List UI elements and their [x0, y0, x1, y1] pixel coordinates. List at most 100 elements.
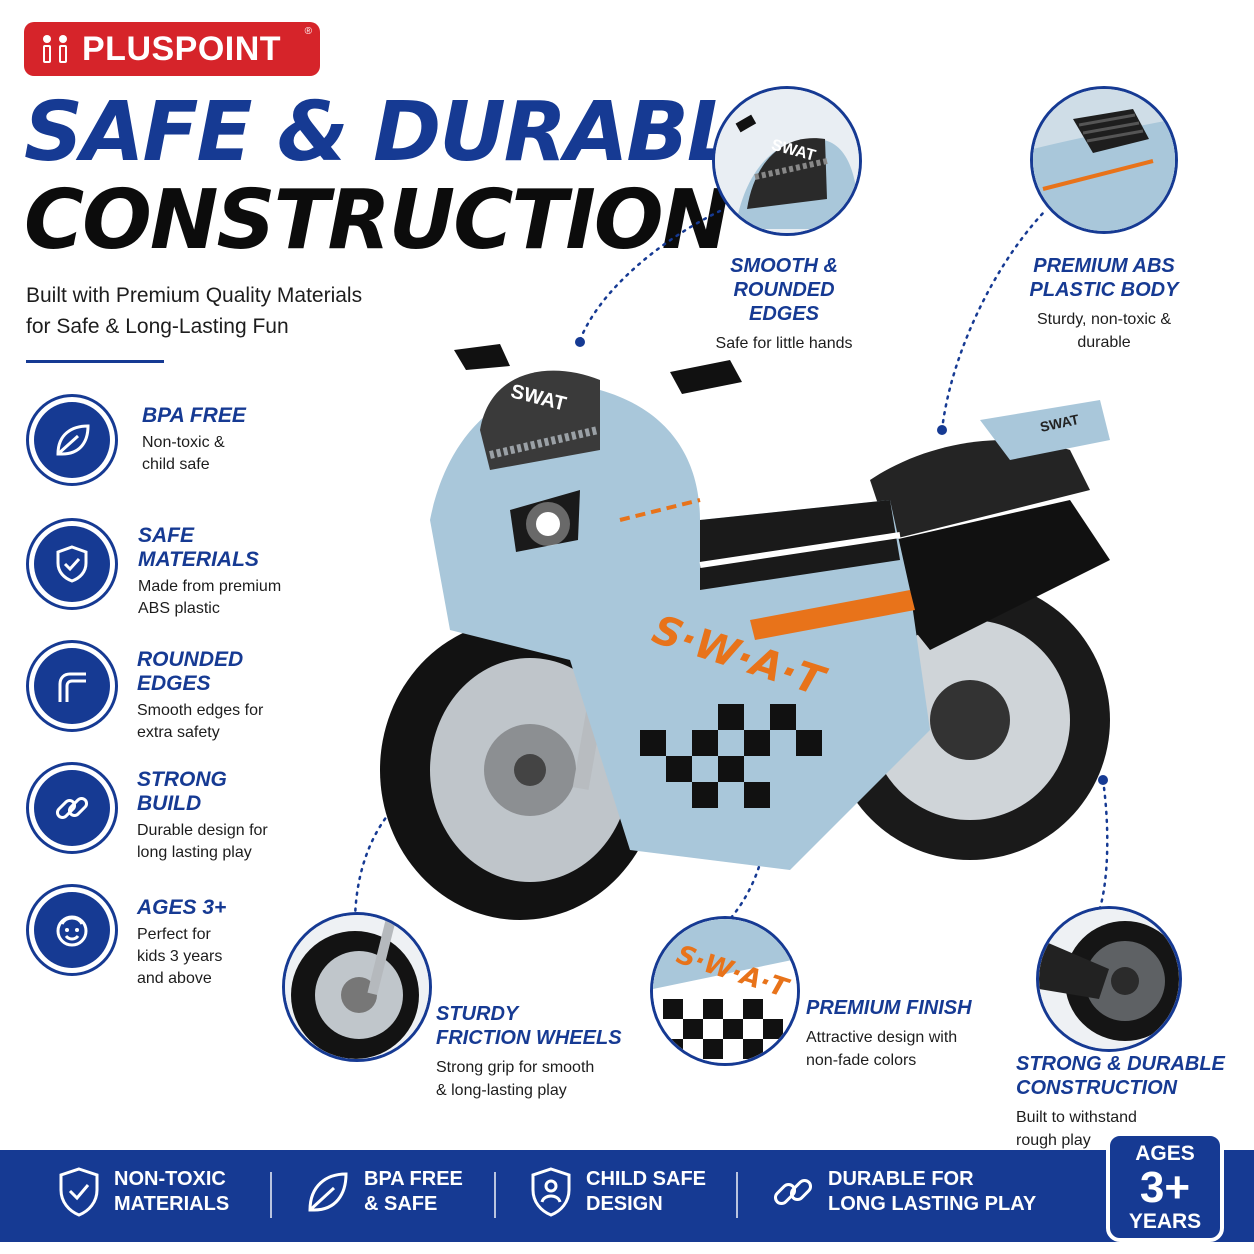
feature-desc-line2: long lasting play — [137, 844, 252, 861]
bottom-item-line1: DURABLE FOR — [828, 1168, 974, 1190]
callout-title-line1: STRONG & DURABLE — [1016, 1053, 1225, 1075]
feature-desc-line2: extra safety — [137, 724, 220, 741]
motorcycle-toy-image: SWAT S·W·A·T SWAT — [380, 344, 1110, 920]
rounded-corner-icon — [58, 672, 86, 702]
callout-smooth-edges: SMOOTH & ROUNDED EDGES Safe for little h… — [704, 254, 864, 355]
callout-image-helmet: SWAT — [712, 86, 862, 236]
callout-desc: Strong grip for smooth & long-lasting pl… — [436, 1056, 622, 1102]
callout-desc-line2: & long-lasting play — [436, 1082, 567, 1099]
feature-desc-line1: Durable design for — [137, 822, 268, 839]
feature-desc-line2: ABS plastic — [138, 600, 220, 617]
callout-durable-construction: STRONG & DURABLE CONSTRUCTION Built to w… — [1016, 1052, 1225, 1152]
checker-decal-closeup: S·W·A·T — [653, 919, 797, 1063]
headline-line2: CONSTRUCTION — [24, 173, 730, 268]
callout-image-rear — [1036, 906, 1182, 1052]
feature-title: BPA FREE — [142, 404, 246, 427]
callout-desc-line1: Attractive design with — [806, 1029, 958, 1046]
bottom-item-non-toxic: NON-TOXIC MATERIALS — [56, 1166, 229, 1218]
feature-desc-line2: child safe — [142, 456, 210, 473]
callout-desc: Sturdy, non-toxic & durable — [1022, 308, 1186, 354]
feature-title-line2: MATERIALS — [138, 548, 259, 571]
feature-title-line2: EDGES — [137, 672, 211, 695]
feature-title-line1: STRONG — [137, 768, 227, 791]
callout-friction-wheels: STURDY FRICTION WHEELS Strong grip for s… — [436, 1002, 622, 1102]
rear-wheel-closeup — [1039, 909, 1179, 1049]
callout-desc-line2: non-fade colors — [806, 1052, 917, 1069]
callout-image-body — [1030, 86, 1178, 234]
feature-title-line2: BUILD — [137, 792, 202, 815]
subtitle: Built with Premium Quality Materials for… — [26, 280, 426, 342]
rounded-edges-badge — [26, 640, 118, 732]
bottom-item-line2: & SAFE — [364, 1193, 438, 1215]
ages-badge-top: AGES — [1135, 1142, 1195, 1165]
bottom-item-line2: MATERIALS — [114, 1193, 230, 1215]
feature-title: AGES 3+ — [137, 896, 227, 919]
shield-check-icon — [56, 545, 88, 583]
bottom-item-line1: CHILD SAFE — [586, 1168, 706, 1190]
safe-materials-badge — [26, 518, 118, 610]
leaf-icon — [56, 424, 90, 456]
feature-bpa-free: BPA FREE Non-toxic & child safe — [142, 404, 246, 476]
bottom-separator — [270, 1172, 272, 1218]
callout-title-line1: STURDY — [436, 1003, 519, 1025]
shield-person-icon — [531, 1167, 571, 1217]
callout-image-wheel — [282, 912, 432, 1062]
feature-desc: Smooth edges for extra safety — [137, 700, 263, 744]
bottom-item-line2: LONG LASTING PLAY — [828, 1193, 1037, 1215]
callout-title-line2: CONSTRUCTION — [1016, 1077, 1178, 1099]
callout-desc-line1: Sturdy, non-toxic & — [1037, 311, 1171, 328]
chain-link-icon — [55, 796, 89, 820]
callout-premium-finish: PREMIUM FINISH Attractive design with no… — [806, 996, 972, 1072]
callout-title-line1: SMOOTH & — [730, 255, 838, 277]
callout-desc: Built to withstand rough play — [1016, 1106, 1225, 1152]
leaf-icon — [308, 1172, 348, 1212]
bottom-bar — [0, 1150, 1254, 1242]
callout-desc: Attractive design with non-fade colors — [806, 1026, 972, 1072]
ages-badge-number: 3+ — [1139, 1163, 1191, 1212]
strong-build-badge — [26, 762, 118, 854]
feature-desc: Non-toxic & child safe — [142, 432, 246, 476]
feature-desc-line1: Non-toxic & — [142, 434, 225, 451]
front-wheel-closeup — [285, 915, 429, 1059]
bottom-item-line1: NON-TOXIC — [114, 1168, 226, 1190]
registered-mark: ® — [304, 26, 312, 37]
ages-badge-bottom: YEARS — [1128, 1210, 1202, 1233]
bottom-item-bpa-free: BPA FREE & SAFE — [304, 1166, 463, 1218]
bottom-item-durable: DURABLE FOR LONG LASTING PLAY — [770, 1166, 1036, 1218]
callout-desc-line1: Strong grip for smooth — [436, 1059, 595, 1076]
feature-safe-materials: SAFE MATERIALS Made from premium ABS pla… — [138, 524, 281, 620]
divider — [26, 360, 164, 363]
ages-badge: AGES 3+ YEARS — [1106, 1132, 1224, 1242]
callout-title-line2: ROUNDED EDGES — [733, 279, 835, 325]
callout-image-finish: S·W·A·T — [650, 916, 800, 1066]
feature-desc-line1: Made from premium — [138, 578, 282, 595]
bike-headlight-closeup: SWAT — [715, 89, 859, 233]
shield-check-icon — [59, 1167, 99, 1217]
ages-badge-feature — [26, 884, 118, 976]
callout-abs-body: PREMIUM ABS PLASTIC BODY Sturdy, non-tox… — [1022, 254, 1186, 354]
subtitle-line2: for Safe & Long-Lasting Fun — [26, 315, 289, 338]
feature-desc-line3: and above — [137, 970, 212, 987]
feature-rounded-edges: ROUNDED EDGES Smooth edges for extra saf… — [137, 648, 263, 744]
callout-desc-line2: rough play — [1016, 1132, 1091, 1149]
bottom-separator — [736, 1172, 738, 1218]
feature-desc-line1: Perfect for — [137, 926, 211, 943]
callout-title-line2: PLASTIC BODY — [1029, 279, 1179, 301]
bottom-item-line2: DESIGN — [586, 1193, 663, 1215]
bottom-bar-end — [1230, 1150, 1254, 1242]
bottom-item-line1: BPA FREE — [364, 1168, 463, 1190]
headline-line1: SAFE & DURABLE — [24, 85, 793, 180]
feature-strong-build: STRONG BUILD Durable design for long las… — [137, 768, 268, 864]
subtitle-line1: Built with Premium Quality Materials — [26, 284, 363, 307]
brand-logo: PLUSPOINT ® — [24, 22, 320, 76]
bottom-separator — [494, 1172, 496, 1218]
feature-desc-line2: kids 3 years — [137, 948, 223, 965]
callout-desc: Safe for little hands — [715, 335, 853, 352]
feature-desc: Perfect for kids 3 years and above — [137, 924, 226, 990]
callout-title-line2: FRICTION WHEELS — [436, 1027, 622, 1049]
feature-ages: AGES 3+ Perfect for kids 3 years and abo… — [137, 896, 226, 990]
bottom-item-child-safe: CHILD SAFE DESIGN — [528, 1166, 706, 1218]
brand-name: PLUSPOINT — [82, 29, 282, 68]
feature-desc-line1: Smooth edges for — [137, 702, 264, 719]
bpa-free-badge — [26, 394, 118, 486]
